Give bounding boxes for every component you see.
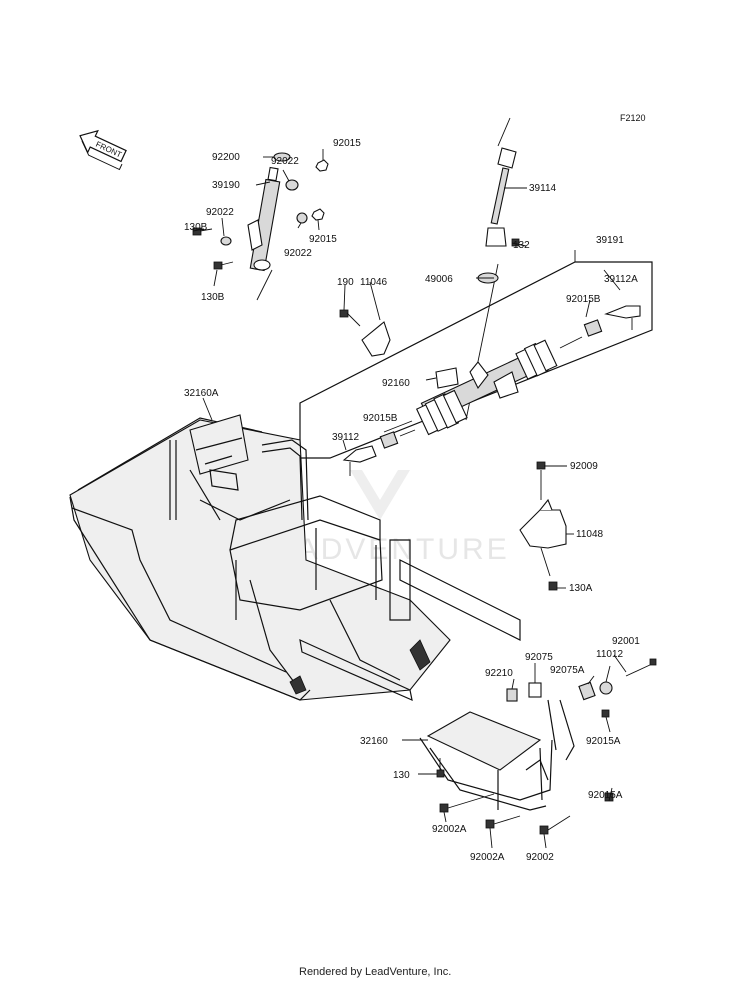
label-130B-top: 130B xyxy=(184,222,208,233)
label-92210: 92210 xyxy=(485,668,513,679)
steering-shaft-group xyxy=(465,117,527,421)
steering-gear-box xyxy=(299,250,653,476)
label-92075: 92075 xyxy=(525,652,553,663)
footer-credit: Rendered by LeadVenture, Inc. xyxy=(299,966,451,978)
label-32160: 32160 xyxy=(360,736,388,747)
bracket-11048-group xyxy=(519,461,574,591)
label-130B-bot: 130B xyxy=(201,292,225,303)
label-92015B-left: 92015B xyxy=(363,413,398,424)
label-92075A: 92075A xyxy=(550,665,585,676)
label-92022-top: 92022 xyxy=(271,156,299,167)
steering-column-group xyxy=(192,149,329,301)
label-92200: 92200 xyxy=(212,152,240,163)
label-92015B-right: 92015B xyxy=(566,294,601,305)
label-92002A-left: 92002A xyxy=(432,824,467,835)
label-92002A-mid: 92002A xyxy=(470,852,505,863)
sub-frame-32160 xyxy=(402,654,657,849)
label-92015-top: 92015 xyxy=(333,138,361,149)
label-92160: 92160 xyxy=(382,378,410,389)
label-92022-left: 92022 xyxy=(206,207,234,218)
label-132: 132 xyxy=(513,240,530,251)
label-92022-mid: 92022 xyxy=(284,248,312,259)
main-frame xyxy=(69,397,521,702)
label-32160A: 32160A xyxy=(184,388,219,399)
label-92015-mid: 92015 xyxy=(309,234,337,245)
label-39114: 39114 xyxy=(529,183,557,194)
label-130A: 130A xyxy=(569,583,593,594)
label-92001: 92001 xyxy=(612,636,640,647)
label-11012: 11012 xyxy=(596,649,624,660)
label-39112A: 39112A xyxy=(604,274,638,285)
label-39190: 39190 xyxy=(212,180,240,191)
label-49006: 49006 xyxy=(425,274,453,285)
label-92002: 92002 xyxy=(526,852,554,863)
label-11048: 11048 xyxy=(576,529,604,540)
label-92015A-top: 92015A xyxy=(586,736,621,747)
label-39191: 39191 xyxy=(596,235,624,246)
front-arrow-icon: FRONT xyxy=(79,129,127,171)
diagram-code: F2120 xyxy=(620,113,646,123)
label-11046: 11046 xyxy=(360,277,388,288)
label-39112: 39112 xyxy=(332,432,360,443)
label-130: 130 xyxy=(393,770,410,781)
label-190: 190 xyxy=(337,277,354,288)
label-92015A-bot: 92015A xyxy=(588,790,623,801)
label-92009: 92009 xyxy=(570,461,598,472)
